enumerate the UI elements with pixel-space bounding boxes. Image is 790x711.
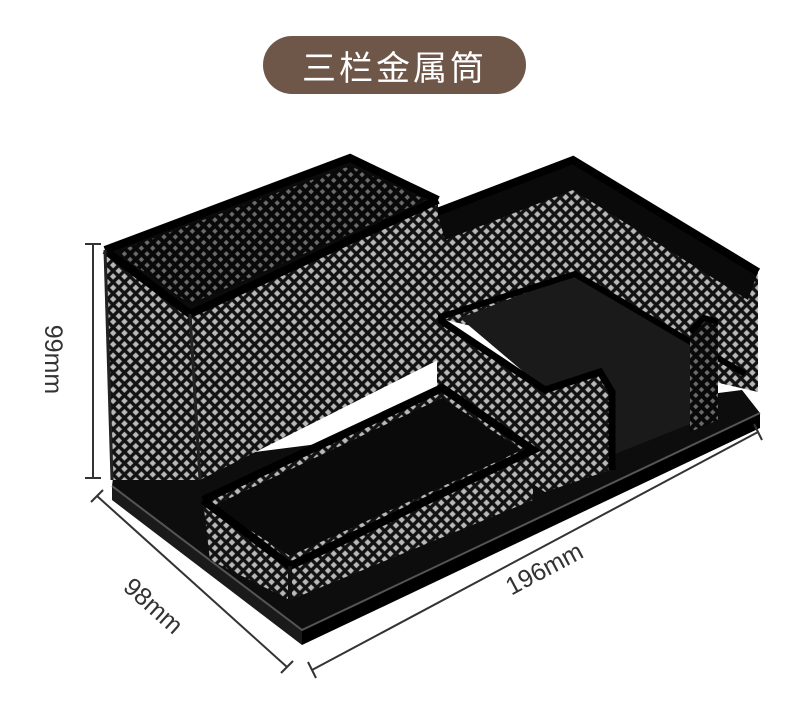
- tall-pen-cup: [102, 153, 440, 481]
- title-banner: 三栏金属筒: [263, 36, 526, 94]
- front-tray: [200, 383, 542, 600]
- depth-dimension-line: [96, 495, 288, 668]
- right-compartment: [435, 155, 761, 460]
- width-dimension-line: [311, 431, 759, 671]
- title-text: 三栏金属筒: [302, 48, 487, 89]
- dimension-lines: [85, 243, 763, 679]
- height-label: 99mm: [39, 324, 68, 395]
